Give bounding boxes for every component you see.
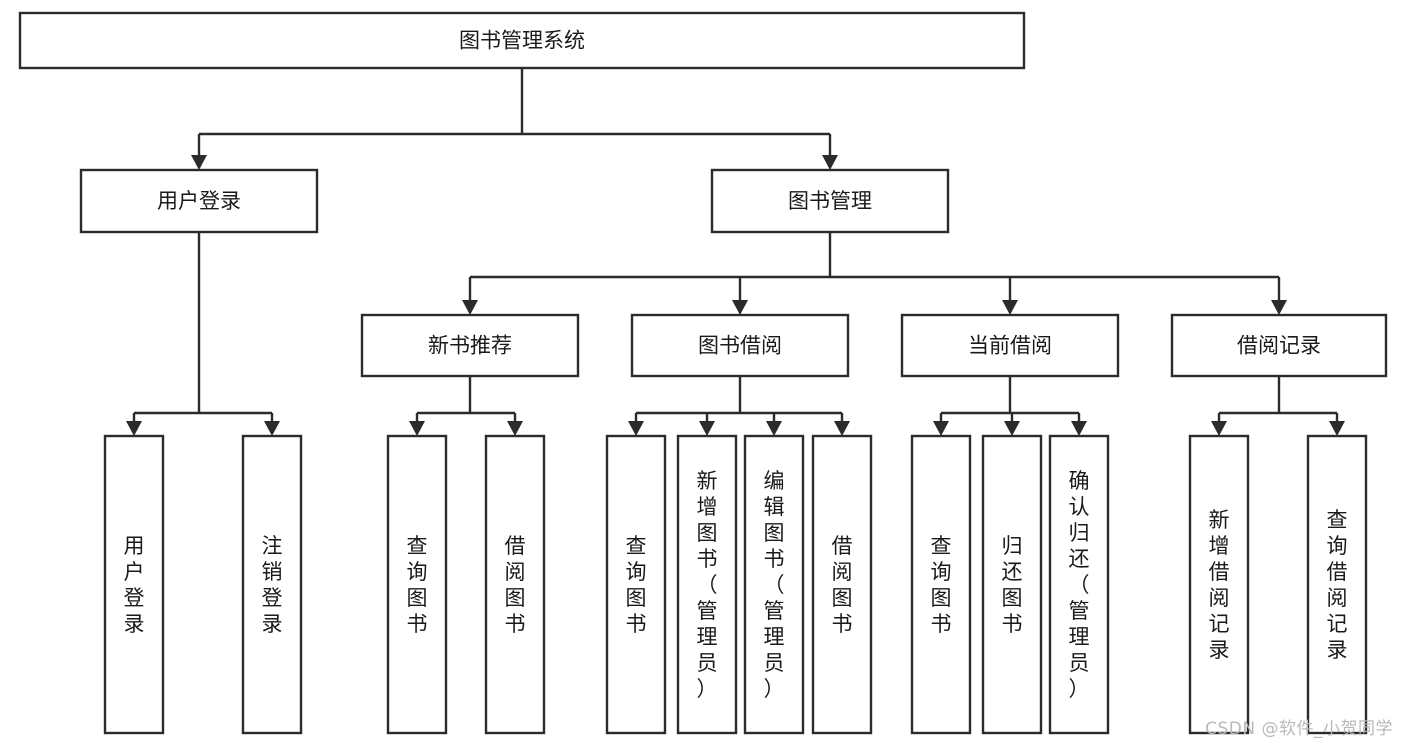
node-new-book-recommend[interactable]: 新书推荐 (360, 313, 580, 378)
node-label: 编辑图书（管理员） (764, 469, 785, 701)
node-leaf-return-book[interactable]: 归还图书 (981, 434, 1043, 735)
edge-arrowhead (822, 155, 838, 170)
node-leaf-user-login[interactable]: 用户登录 (103, 434, 165, 735)
node-rect (1170, 313, 1388, 378)
node-leaf-edit-book[interactable]: 编辑图书（管理员） (743, 434, 805, 735)
node-label: 新书推荐 (428, 334, 512, 358)
node-leaf-add-record[interactable]: 新增借阅记录 (1188, 434, 1250, 735)
node-label: 查询图书 (931, 534, 952, 636)
node-label: 用户登录 (124, 534, 145, 636)
node-rect (79, 168, 319, 234)
node-borrow-record[interactable]: 借阅记录 (1170, 313, 1388, 378)
node-leaf-query-book-rec[interactable]: 查询图书 (386, 434, 448, 735)
node-rect (900, 313, 1120, 378)
node-label: 查询图书 (626, 534, 647, 636)
node-rect (1048, 434, 1110, 735)
node-root-system[interactable]: 图书管理系统 (18, 11, 1026, 70)
node-user-login[interactable]: 用户登录 (79, 168, 319, 234)
edge-arrowhead (1211, 421, 1227, 436)
node-rect (386, 434, 448, 735)
node-current-borrow[interactable]: 当前借阅 (900, 313, 1120, 378)
node-label: 图书借阅 (698, 334, 782, 358)
node-label: 新增图书（管理员） (697, 469, 718, 701)
node-leaf-logout[interactable]: 注销登录 (241, 434, 303, 735)
edge-arrowhead (1071, 421, 1087, 436)
edge-arrowhead (191, 155, 207, 170)
node-rect (18, 11, 1026, 70)
edge-arrowhead (1002, 300, 1018, 315)
nodes-layer: 图书管理系统用户登录图书管理新书推荐图书借阅当前借阅借阅记录用户登录注销登录查询… (18, 11, 1388, 735)
node-rect (103, 434, 165, 735)
edge-arrowhead (699, 421, 715, 436)
node-label: 确认归还（管理员） (1069, 469, 1090, 701)
node-label: 图书管理系统 (459, 29, 585, 53)
node-rect (811, 434, 873, 735)
node-label: 查询图书 (407, 534, 428, 636)
node-leaf-query-book-current[interactable]: 查询图书 (910, 434, 972, 735)
node-leaf-borrow-book[interactable]: 借阅图书 (811, 434, 873, 735)
node-book-borrow[interactable]: 图书借阅 (630, 313, 850, 378)
node-leaf-borrow-book-rec[interactable]: 借阅图书 (484, 434, 546, 735)
node-rect (710, 168, 950, 234)
node-label: 归还图书 (1002, 534, 1023, 636)
edge-arrowhead (507, 421, 523, 436)
edge-arrowhead (1329, 421, 1345, 436)
edge-arrowhead (732, 300, 748, 315)
node-label: 注销登录 (262, 534, 283, 636)
node-rect (910, 434, 972, 735)
node-label: 借阅记录 (1237, 334, 1321, 358)
node-leaf-query-book-borrow[interactable]: 查询图书 (605, 434, 667, 735)
node-rect (241, 434, 303, 735)
node-label: 借阅图书 (832, 534, 853, 636)
node-rect (484, 434, 546, 735)
node-rect (981, 434, 1043, 735)
edge-arrowhead (628, 421, 644, 436)
node-label: 借阅图书 (505, 534, 526, 636)
node-label: 新增借阅记录 (1209, 508, 1230, 662)
node-rect (605, 434, 667, 735)
node-label: 图书管理 (788, 189, 872, 213)
edge-arrowhead (766, 421, 782, 436)
node-book-management[interactable]: 图书管理 (710, 168, 950, 234)
node-leaf-add-book[interactable]: 新增图书（管理员） (676, 434, 738, 735)
edges-layer (126, 68, 1345, 436)
edge-arrowhead (409, 421, 425, 436)
edge-arrowhead (933, 421, 949, 436)
node-rect (630, 313, 850, 378)
edge-arrowhead (834, 421, 850, 436)
node-label: 查询借阅记录 (1327, 508, 1348, 662)
node-rect (676, 434, 738, 735)
node-rect (1306, 434, 1368, 735)
node-leaf-query-record[interactable]: 查询借阅记录 (1306, 434, 1368, 735)
edge-arrowhead (462, 300, 478, 315)
edge-arrowhead (1004, 421, 1020, 436)
node-leaf-confirm-return[interactable]: 确认归还（管理员） (1048, 434, 1110, 735)
node-label: 用户登录 (157, 189, 241, 213)
edge-arrowhead (264, 421, 280, 436)
node-rect (743, 434, 805, 735)
node-rect (1188, 434, 1250, 735)
node-rect (360, 313, 580, 378)
edge-arrowhead (126, 421, 142, 436)
node-label: 当前借阅 (968, 334, 1052, 358)
edge-arrowhead (1271, 300, 1287, 315)
